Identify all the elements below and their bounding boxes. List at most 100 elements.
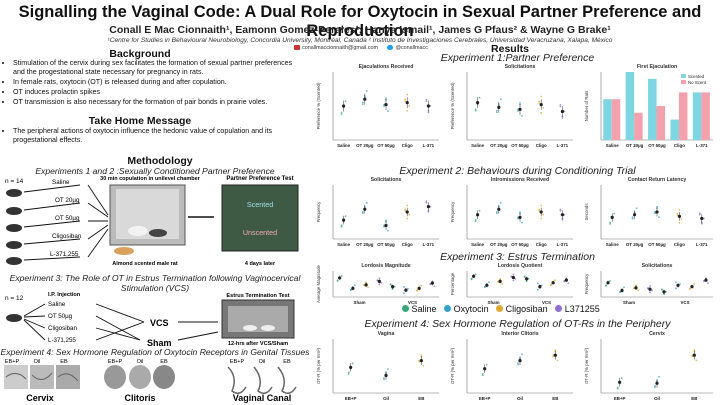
unscented-label: Unscented — [243, 228, 277, 237]
data-point — [527, 277, 530, 280]
data-point — [538, 209, 541, 212]
data-point — [635, 207, 638, 210]
data-point — [427, 210, 430, 213]
data-point — [661, 288, 663, 291]
data-point — [517, 216, 519, 219]
legend-item: Saline — [402, 304, 437, 314]
data-point — [675, 281, 677, 284]
data-point — [474, 220, 477, 223]
data-point — [609, 221, 612, 224]
data-point — [536, 288, 539, 291]
data-point — [552, 355, 555, 358]
x-tick-label: VCS — [408, 300, 417, 305]
x-tick-label: Sham — [488, 300, 500, 305]
data-point — [693, 349, 696, 351]
data-point — [689, 287, 691, 290]
mean-point — [692, 353, 696, 357]
email-address[interactable]: conallmaccionnaith@gmail.com — [302, 45, 378, 51]
x-tick-label: Cligo — [402, 242, 413, 247]
data-point — [340, 225, 343, 228]
svg-text:Oil: Oil — [34, 359, 41, 365]
data-point — [387, 229, 389, 232]
data-point — [707, 282, 709, 285]
mean-point — [391, 285, 395, 289]
x-tick-label: L-371 — [557, 242, 569, 247]
x-tick-label: OT 20µg — [626, 242, 644, 247]
mean-point — [700, 216, 704, 221]
almond-icon — [114, 247, 134, 255]
twitter-handle[interactable]: @conallmacc — [395, 45, 428, 51]
x-tick-label: Sham — [354, 300, 366, 305]
data-point — [521, 115, 523, 117]
mean-point — [483, 367, 487, 371]
x-tick-label: Oil — [654, 396, 660, 401]
sham-label: Sham — [147, 338, 172, 347]
data-point — [361, 212, 364, 215]
data-point — [554, 349, 557, 351]
mean-point — [618, 380, 622, 384]
data-point — [561, 117, 564, 119]
mean-point — [511, 275, 515, 280]
data-point — [700, 222, 703, 225]
bar — [678, 92, 688, 140]
data-point — [501, 282, 504, 285]
chart-title: Vagina — [378, 331, 395, 337]
x-tick-label: EB — [552, 396, 558, 401]
svg-text:EB+P: EB+P — [230, 359, 245, 365]
mean-point — [704, 278, 708, 282]
email-icon — [294, 45, 301, 51]
mean-point — [655, 381, 659, 385]
data-point — [676, 214, 679, 216]
x-tick-label: Saline — [337, 143, 350, 148]
data-point — [559, 208, 562, 211]
data-point — [678, 208, 681, 211]
data-point — [433, 285, 436, 288]
data-point — [563, 213, 566, 216]
chart-title: Lordosis Magnitude — [361, 263, 410, 269]
data-point — [605, 284, 607, 287]
bar — [692, 92, 702, 140]
mean-point — [351, 286, 355, 290]
data-point — [658, 375, 660, 378]
chart-title: Solicitations — [505, 64, 536, 70]
background-bullet: OT induces prolactin spikes — [13, 88, 304, 97]
x-tick-label: OT 50µg — [377, 143, 395, 148]
exp3-diagram: n = 12 I.P. Injection Saline OT 50µg Cli… — [5, 292, 295, 347]
x-tick-label: L-371 — [557, 143, 569, 148]
data-point — [540, 204, 543, 207]
data-point — [651, 289, 653, 292]
mean-point — [497, 105, 501, 109]
mean-point — [633, 213, 637, 217]
mean-point — [342, 218, 346, 222]
svg-text:Oil: Oil — [259, 359, 266, 365]
data-point — [406, 287, 409, 290]
svg-text:EB+P: EB+P — [108, 359, 123, 365]
results-heading: Results — [491, 43, 529, 55]
y-axis-label: OT-R (% per mm²) — [450, 347, 455, 384]
exp4-method-heading: Experiment 4: Sex Hormone Regulation of … — [0, 347, 310, 357]
data-point — [406, 217, 409, 220]
data-point — [478, 209, 481, 212]
data-point — [631, 216, 634, 219]
group-label: L-371,255 — [48, 337, 76, 344]
data-point — [404, 100, 407, 102]
affiliations: ¹Centre for Studies in Behavioural Neuro… — [107, 37, 613, 44]
x-tick-label: Oil — [383, 396, 389, 401]
data-point — [609, 279, 611, 282]
methodology-heading: Methodology — [127, 155, 193, 167]
x-tick-label: Sham — [623, 300, 635, 305]
data-point — [474, 273, 477, 276]
data-point — [556, 359, 559, 362]
group-label: Cligosiban — [52, 233, 82, 240]
exp3-result-heading: Experiment 3: Estrus Termination — [440, 251, 595, 263]
cervix-image — [4, 365, 80, 389]
data-point — [523, 275, 526, 278]
mean-point — [426, 205, 430, 209]
bar — [656, 106, 666, 140]
data-point — [647, 287, 649, 289]
mean-point — [430, 281, 434, 285]
chart-title: Contact Return Latency — [628, 177, 687, 183]
